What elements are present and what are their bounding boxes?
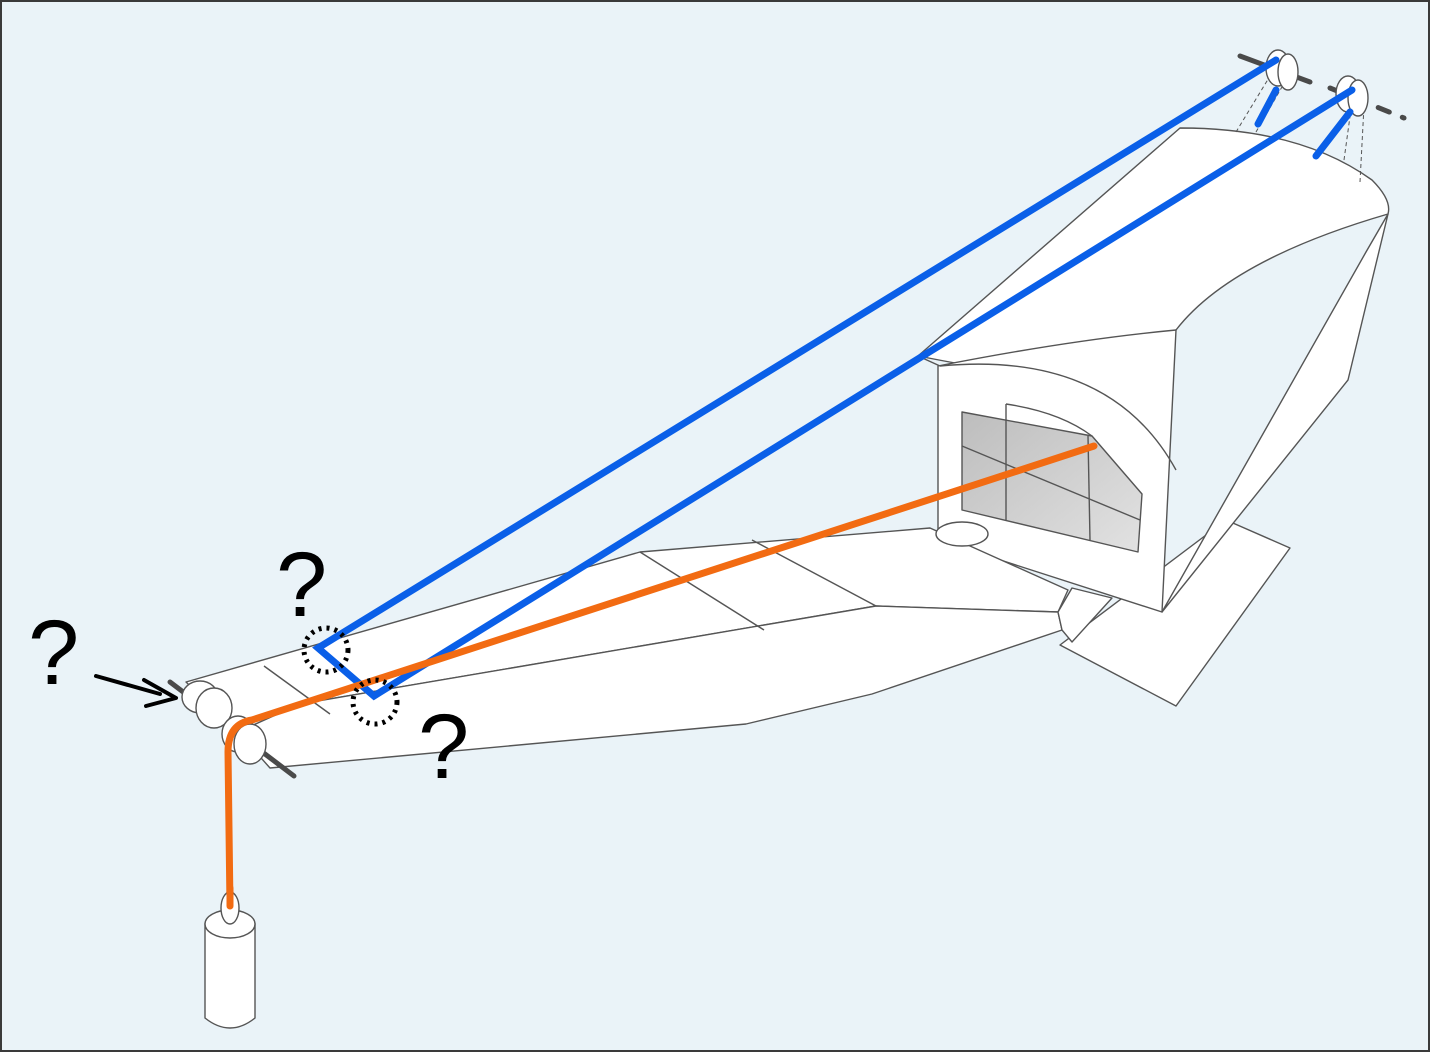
cab-roof-arc [939, 363, 1177, 471]
hoist-cable [224, 442, 1098, 910]
support-cables [312, 56, 1356, 701]
question-mark-upper-joint: ? [276, 534, 327, 636]
dotted-circle-icon [350, 677, 400, 727]
crane-boom [185, 521, 1113, 769]
support-cable-upper [312, 56, 1356, 701]
support-cable-drop-left [1254, 86, 1280, 128]
dotted-circle-icon [301, 625, 351, 675]
markers: ? ? ? [28, 534, 469, 798]
question-mark-tip: ? [28, 602, 79, 704]
cab-base-plate [1059, 519, 1291, 707]
crane-cab [917, 127, 1390, 707]
arrow-icon [94, 674, 178, 708]
tip-pulley-rear [181, 680, 233, 729]
boom-foot-pin [935, 521, 989, 547]
question-mark-lower-joint: ? [418, 696, 469, 798]
boom-root [1057, 587, 1113, 643]
support-cable-drop-right [1312, 108, 1354, 160]
